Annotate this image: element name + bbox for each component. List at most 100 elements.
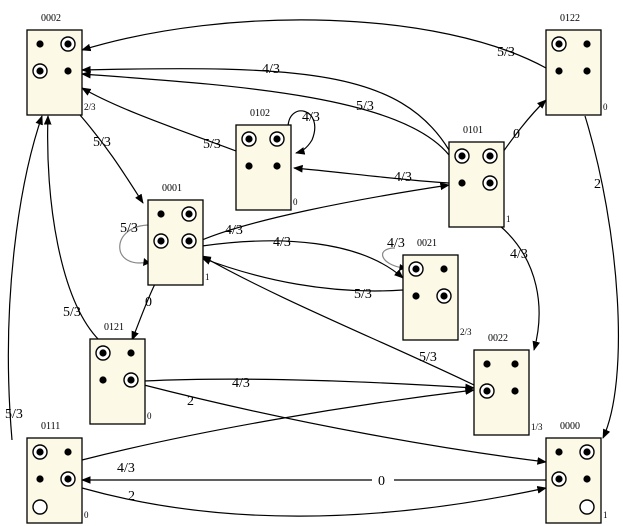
pawn-dot xyxy=(458,179,466,187)
target-dot xyxy=(64,40,72,48)
target-dot xyxy=(64,475,72,483)
empty-circle xyxy=(32,499,48,515)
edge-0001-0121 xyxy=(131,283,156,341)
target-dot xyxy=(555,40,563,48)
node-value: 1 xyxy=(205,272,210,282)
edge-label-0122-0002: 5/3 xyxy=(497,45,515,60)
edge-0101-0102 xyxy=(293,164,450,184)
pawn-dot xyxy=(583,67,591,75)
target-dot xyxy=(486,179,494,187)
target-dot xyxy=(555,475,563,483)
node-title: 0021 xyxy=(417,238,437,249)
edge-0001-self xyxy=(119,224,151,264)
edge-label-0121-0022: 4/3 xyxy=(232,376,250,391)
edge-0021-0001 xyxy=(201,257,404,292)
pawn-dot xyxy=(583,40,591,48)
node-value: 0 xyxy=(147,411,152,421)
target-dot xyxy=(440,292,448,300)
edge-0102-self xyxy=(287,110,316,155)
node-title: 0111 xyxy=(41,421,60,432)
node-box xyxy=(473,349,530,436)
pawn-dot xyxy=(36,475,44,483)
pawn-dot xyxy=(483,360,491,368)
node-value: 2/3 xyxy=(84,102,96,112)
node-title: 0102 xyxy=(250,108,270,119)
edge-label-0111-0022: 4/3 xyxy=(117,461,135,476)
edge-label-0001-0101: 4/3 xyxy=(225,223,243,238)
target-dot xyxy=(157,237,165,245)
edge-label-0102-self: 4/3 xyxy=(302,110,320,125)
target-dot xyxy=(458,152,466,160)
pawn-dot xyxy=(511,360,519,368)
pawn-dot xyxy=(555,448,563,456)
edge-0101-0002-a xyxy=(81,65,450,151)
node-title: 0000 xyxy=(560,421,580,432)
edge-label-0102-0002: 5/3 xyxy=(203,137,221,152)
edge-0102-0002 xyxy=(81,87,237,152)
target-dot xyxy=(185,237,193,245)
edge-label-0121-0000: 2 xyxy=(187,394,194,409)
target-dot xyxy=(412,265,420,273)
edge-label-0111-0002: 5/3 xyxy=(5,407,23,422)
pawn-dot xyxy=(245,162,253,170)
edge-0111-0022 xyxy=(81,387,475,461)
edge-label-0022-0001: 5/3 xyxy=(419,350,437,365)
edge-0022-0001 xyxy=(201,255,475,386)
target-dot xyxy=(36,448,44,456)
nodes: 00022/30122001020010110001100212/3012100… xyxy=(26,13,608,524)
edge-label-0001-0121: 0 xyxy=(145,295,152,310)
pawn-dot xyxy=(64,67,72,75)
target-dot xyxy=(583,448,591,456)
node-title: 0121 xyxy=(104,322,124,333)
pawn-dot xyxy=(64,448,72,456)
edge-0001-self-arrowhead xyxy=(143,258,150,266)
edge-label-0101-0022: 4/3 xyxy=(510,247,528,262)
target-dot xyxy=(185,210,193,218)
edge-0111-0000 xyxy=(81,486,547,517)
edge-0001-0101 xyxy=(201,182,450,241)
edge-label-0111-0000: 2 xyxy=(128,489,135,504)
node-0121: 0121 0 xyxy=(89,322,152,425)
node-value: 2/3 xyxy=(460,327,472,337)
node-value: 0 xyxy=(84,510,89,520)
target-dot xyxy=(483,387,491,395)
target-dot xyxy=(36,67,44,75)
edge-0101-0022 xyxy=(498,224,540,351)
node-value: 1/3 xyxy=(531,422,543,432)
node-title: 0002 xyxy=(41,13,61,24)
node-0111: 0111 0 xyxy=(26,421,89,524)
node-0021: 0021 2/3 xyxy=(402,238,472,341)
pawn-dot xyxy=(440,265,448,273)
edge-label-0101-0002-a: 4/3 xyxy=(262,62,280,77)
edge-0121-0002 xyxy=(43,115,100,341)
target-dot xyxy=(245,135,253,143)
node-title: 0122 xyxy=(560,13,580,24)
edge-label-0021-self: 4/3 xyxy=(387,236,405,251)
node-title: 0022 xyxy=(488,333,508,344)
edge-label-0101-0102: 4/3 xyxy=(394,170,412,185)
pawn-dot xyxy=(273,162,281,170)
edge-label-0101-0122: 0 xyxy=(513,127,520,142)
pawn-dot xyxy=(157,210,165,218)
edge-label-bg-0000-0111 xyxy=(372,471,394,489)
edge-0121-0022 xyxy=(143,378,475,392)
edges: 5/3 4/3 5/3 5/3 5/3 4/3 4/3 0 4/3 5/3 4/… xyxy=(5,19,619,517)
edge-0122-0000 xyxy=(584,115,619,439)
node-title: 0001 xyxy=(162,183,182,194)
pawn-dot xyxy=(583,475,591,483)
pawn-dot xyxy=(99,376,107,384)
edge-0122-0002 xyxy=(81,19,547,69)
target-dot xyxy=(486,152,494,160)
pawn-dot xyxy=(555,67,563,75)
target-dot xyxy=(273,135,281,143)
edge-label-0122-0000: 2 xyxy=(594,177,601,192)
node-0022: 0022 1/3 xyxy=(473,333,543,436)
target-dot xyxy=(127,376,135,384)
target-dot xyxy=(99,349,107,357)
edge-0101-0002-b xyxy=(81,70,450,156)
edge-label-0001-self: 5/3 xyxy=(120,221,138,236)
